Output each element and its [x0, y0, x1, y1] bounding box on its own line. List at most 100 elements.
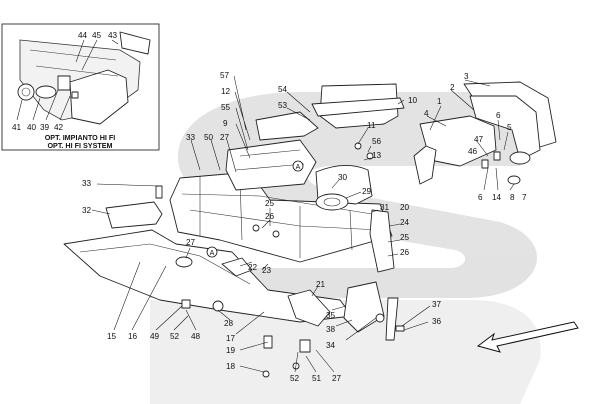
cap-8	[507, 175, 521, 185]
bolt-34	[375, 313, 385, 323]
grommet-28	[212, 300, 224, 312]
callout-9: 9	[223, 119, 228, 128]
callout-3: 3	[464, 72, 469, 81]
callout-15: 15	[107, 332, 117, 341]
callout-35: 35	[326, 311, 336, 320]
callout-52-left: 52	[170, 332, 180, 341]
callout-56: 56	[372, 137, 382, 146]
callout-18: 18	[226, 362, 236, 371]
inset-callout-39: 39	[40, 123, 50, 132]
callout-49: 49	[150, 332, 160, 341]
inset-callout-45: 45	[92, 31, 102, 40]
inset-cover	[69, 69, 129, 125]
hinge-22	[221, 257, 253, 277]
bracket-51	[299, 339, 311, 353]
callout-17: 17	[226, 334, 236, 343]
direction-arrow-icon	[476, 321, 579, 353]
callout-5: 5	[507, 123, 512, 132]
callout-50: 50	[204, 133, 214, 142]
callout-29: 29	[362, 187, 372, 196]
callout-14: 14	[492, 193, 502, 202]
callout-26-right: 26	[400, 248, 410, 257]
callout-32: 32	[82, 206, 92, 215]
speaker-29	[315, 193, 349, 211]
duct-8	[413, 145, 437, 185]
svg-text:A: A	[210, 250, 215, 257]
callout-36: 36	[432, 317, 442, 326]
inset-bracket	[57, 75, 71, 91]
trim-21	[287, 289, 331, 327]
inset-hifi-panel: 44 45 43 41 40 39 42 OPT. IMPIANTO HI FI…	[1, 23, 160, 151]
rod-37	[385, 297, 399, 341]
callout-8: 8	[510, 193, 515, 202]
inset-callout-44: 44	[78, 31, 88, 40]
callout-33-top: 33	[186, 133, 196, 142]
panel-32	[105, 201, 163, 229]
callout-48: 48	[191, 332, 201, 341]
fender-mid	[469, 95, 541, 161]
bracket-16	[175, 256, 193, 268]
callout-28: 28	[224, 319, 234, 328]
callout-55: 55	[221, 103, 231, 112]
inset-speaker	[17, 83, 35, 101]
callout-24: 24	[400, 218, 410, 227]
callout-27-top: 27	[220, 133, 230, 142]
clip-49	[181, 299, 191, 309]
callout-46: 46	[468, 147, 478, 156]
bolt-33	[155, 185, 163, 199]
callout-16: 16	[128, 332, 138, 341]
callout-19: 19	[226, 346, 236, 355]
callout-4: 4	[424, 109, 429, 118]
callout-6-bottom: 6	[478, 193, 483, 202]
callout-34: 34	[326, 341, 336, 350]
callout-27-mid: 27	[186, 238, 196, 247]
callout-numbers: 57 12 55 9 33 50 27 54 53 10 1 2 3 4 6 5…	[82, 71, 527, 383]
reference-a-icon: A	[292, 160, 304, 172]
leader-lines	[91, 75, 515, 373]
inset-caption-en: OPT. HI FI SYSTEM	[47, 141, 112, 150]
callout-27-bottom: 27	[332, 374, 342, 383]
nut-36	[395, 325, 405, 332]
callout-2: 2	[450, 83, 455, 92]
callout-11: 11	[367, 121, 376, 130]
callout-12: 12	[221, 87, 231, 96]
callout-30: 30	[338, 173, 348, 182]
callout-31: 31	[380, 203, 390, 212]
callout-25-mid: 25	[265, 199, 275, 208]
callout-23: 23	[262, 266, 272, 275]
inset-clip	[119, 31, 151, 55]
inset-callout-42: 42	[54, 123, 64, 132]
callout-38: 38	[326, 325, 336, 334]
callout-26-mid: 26	[265, 212, 275, 221]
inset-amplifier	[35, 85, 57, 99]
callout-13: 13	[372, 151, 382, 160]
storage-tray	[225, 139, 317, 191]
inset-callout-43: 43	[108, 31, 118, 40]
inset-callout-40: 40	[27, 123, 37, 132]
callout-25-right: 25	[400, 233, 410, 242]
side-support	[369, 209, 395, 273]
callout-47: 47	[474, 135, 484, 144]
callout-1: 1	[437, 97, 442, 106]
callout-21: 21	[316, 280, 326, 289]
callout-10: 10	[408, 96, 418, 105]
callout-54: 54	[278, 85, 288, 94]
callout-37: 37	[432, 300, 442, 309]
inset-callout-41: 41	[12, 123, 22, 132]
grommet-14	[509, 151, 531, 165]
callout-33-left: 33	[82, 179, 92, 188]
callout-51: 51	[312, 374, 322, 383]
callout-57: 57	[220, 71, 230, 80]
inset-caption-it: OPT. IMPIANTO HI FI	[45, 133, 116, 142]
reference-a-icon: A	[206, 246, 218, 258]
callout-22: 22	[248, 263, 258, 272]
callout-20: 20	[400, 203, 410, 212]
callout-6-top: 6	[496, 111, 501, 120]
tray-lid	[255, 111, 319, 141]
callout-53: 53	[278, 101, 288, 110]
callout-52-bottom: 52	[290, 374, 300, 383]
svg-text:A: A	[296, 164, 301, 171]
callout-7: 7	[522, 193, 527, 202]
